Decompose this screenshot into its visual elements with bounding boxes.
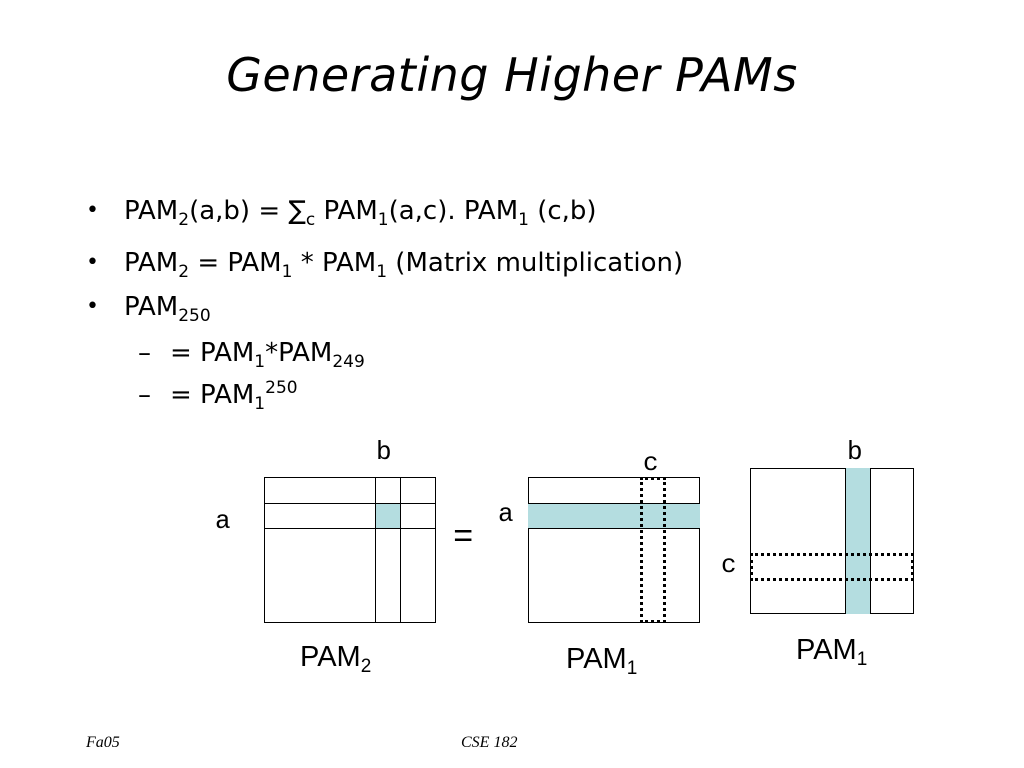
matrix-middle-row-label: a	[498, 499, 514, 529]
matrix-left-cell-ab	[376, 504, 400, 528]
subbullet-marker: –	[138, 338, 151, 368]
matrix-left-col-label: b	[376, 437, 392, 467]
bullet-text: PAM2 = PAM1 * PAM1 (Matrix multiplicatio…	[124, 248, 684, 282]
bullet-text: PAM250	[124, 292, 211, 326]
matrix-right-row-label: c	[721, 550, 737, 580]
bullet-marker: •	[86, 250, 99, 275]
matrix-left-row-a	[264, 503, 436, 529]
footer-left: Fa05	[86, 734, 120, 751]
slide-title: Generating Higher PAMs	[226, 48, 798, 102]
matrix-right-col-label: b	[847, 437, 863, 467]
bullet-marker: •	[86, 294, 99, 319]
matrix-middle-row-a	[528, 503, 700, 529]
matrix-left-row-label: a	[215, 506, 231, 536]
matrix-middle-col-c	[640, 477, 666, 623]
equals-sign: =	[453, 520, 474, 558]
matrix-left-name: PAM2	[300, 641, 372, 677]
matrix-right-row-c	[750, 553, 914, 581]
matrix-right	[750, 468, 914, 614]
matrix-middle-col-label: c	[643, 448, 659, 478]
subbullet-marker: –	[138, 380, 151, 410]
bullet-marker: •	[86, 198, 99, 223]
matrix-left	[264, 477, 436, 623]
matrix-middle	[528, 477, 700, 623]
bullet-text: PAM2(a,b) = ∑c PAM1(a,c). PAM1 (c,b)	[124, 196, 597, 230]
subbullet-text: = PAM1*PAM249	[170, 338, 365, 372]
matrix-middle-name: PAM1	[566, 643, 638, 679]
footer-center: CSE 182	[461, 734, 518, 751]
matrix-right-name: PAM1	[796, 634, 868, 670]
matrix-right-col-b	[845, 468, 871, 614]
matrix-left-col-b	[375, 477, 401, 623]
subbullet-text: = PAM1250	[170, 378, 298, 414]
